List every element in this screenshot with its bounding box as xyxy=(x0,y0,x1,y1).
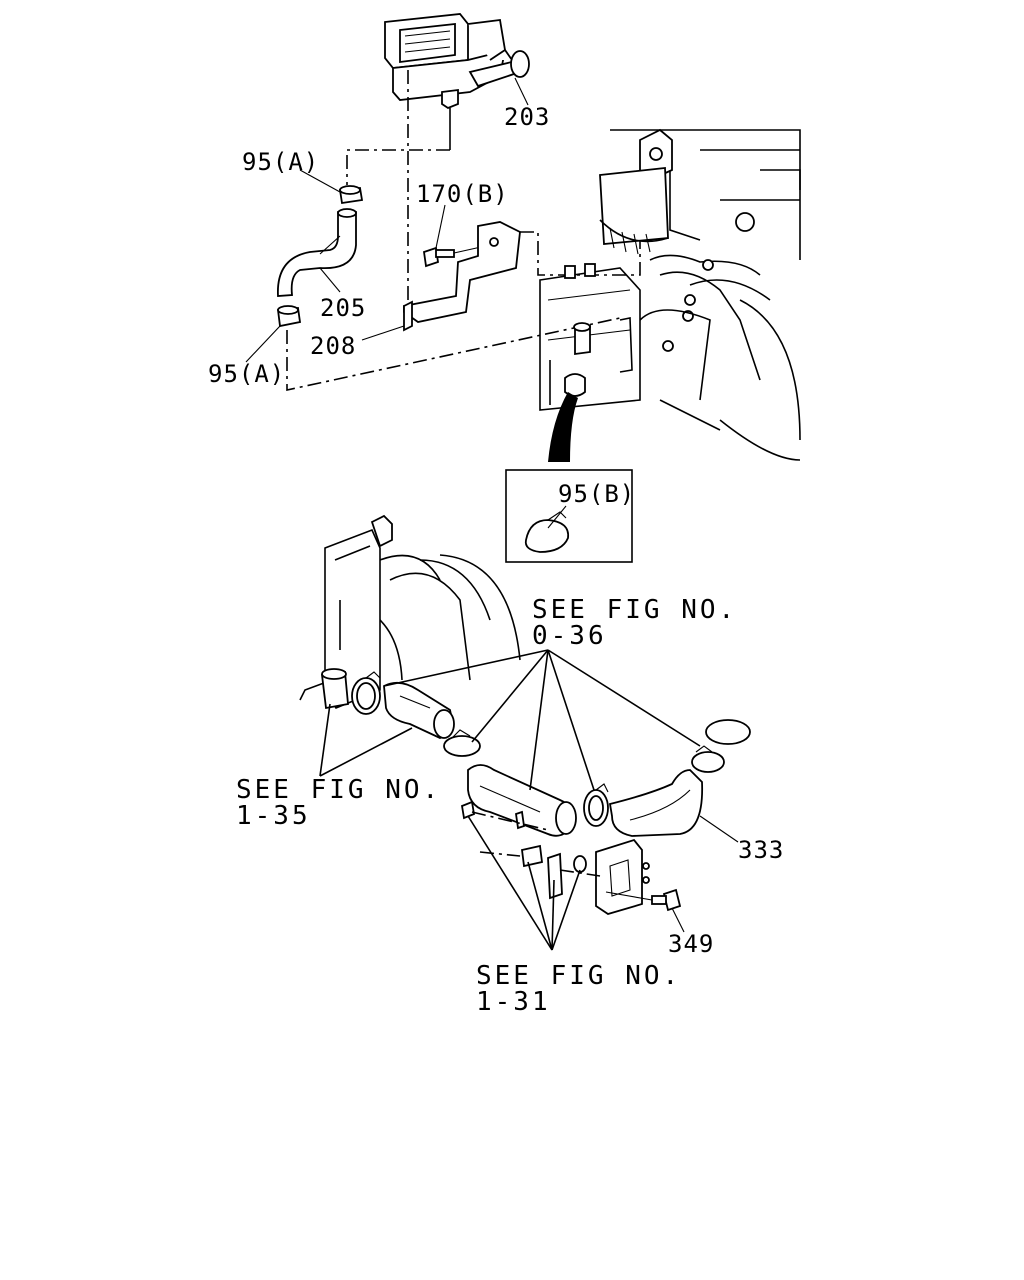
part-208-bracket[interactable] xyxy=(403,221,521,332)
leader-208 xyxy=(361,325,405,341)
detail-pointer-arrow xyxy=(548,392,578,462)
leaders-fig-0-36 xyxy=(383,649,701,791)
leaders-fig-1-31 xyxy=(467,815,581,951)
label-208: 208 xyxy=(310,332,356,360)
hose-clamp-3[interactable] xyxy=(583,783,609,827)
part-349-bolt[interactable] xyxy=(605,888,682,912)
part-203-reservoir[interactable] xyxy=(384,13,530,150)
label-170b: 170(B) xyxy=(416,180,509,208)
intake-pipe-middle[interactable] xyxy=(467,764,577,837)
leader-205 xyxy=(319,267,341,293)
routing-line-top xyxy=(346,149,450,185)
label-205: 205 xyxy=(320,294,366,322)
label-95a-top: 95(A) xyxy=(242,148,319,176)
part-95a-clamp-top[interactable] xyxy=(338,185,364,205)
ref-fig-0-36-line1: SEE FIG NO. xyxy=(532,595,737,625)
ref-fig-1-31-line1: SEE FIG NO. xyxy=(476,961,681,991)
engine-block-illustration xyxy=(599,128,801,461)
label-203: 203 xyxy=(504,103,550,131)
leader-95a-top xyxy=(299,169,341,193)
routing-line-bottom xyxy=(286,317,621,391)
ref-fig-1-35-line2: 1-35 xyxy=(236,801,311,831)
hose-clamp-1[interactable] xyxy=(351,671,381,715)
part-95a-clamp-bottom[interactable] xyxy=(276,305,302,328)
label-333: 333 xyxy=(738,836,784,864)
hose-clamp-5[interactable] xyxy=(705,719,751,745)
label-95b: 95(B) xyxy=(558,480,635,508)
leader-170b xyxy=(435,204,446,249)
part-205-hose[interactable] xyxy=(277,208,357,297)
part-95b-band-clamp[interactable] xyxy=(524,511,570,553)
leader-349 xyxy=(671,907,685,933)
leaders-fig-1-35 xyxy=(319,703,413,777)
intake-pipe-upper[interactable] xyxy=(383,681,455,739)
hose-clamp-4[interactable] xyxy=(691,745,725,773)
routing-line-bracket xyxy=(520,231,641,276)
detail-box-95b: 95(B) xyxy=(505,469,635,563)
leader-203 xyxy=(514,77,529,106)
ref-fig-1-31-line2: 1-31 xyxy=(476,987,551,1017)
radiator-illustration xyxy=(299,514,521,710)
hose-clamp-2[interactable] xyxy=(443,729,481,757)
leader-95b xyxy=(547,505,567,529)
ref-fig-1-35-line1: SEE FIG NO. xyxy=(236,775,441,805)
ref-fig-0-36-line2: 0-36 xyxy=(532,621,607,651)
part-333-hose[interactable] xyxy=(608,769,704,837)
pump-housing-illustration xyxy=(539,263,641,411)
leader-333 xyxy=(699,815,739,843)
label-349: 349 xyxy=(668,930,714,958)
label-95a-bottom: 95(A) xyxy=(208,360,285,388)
mounting-bracket[interactable] xyxy=(595,838,650,915)
small-fasteners[interactable] xyxy=(460,800,601,900)
leader-95a-bottom xyxy=(245,325,281,363)
